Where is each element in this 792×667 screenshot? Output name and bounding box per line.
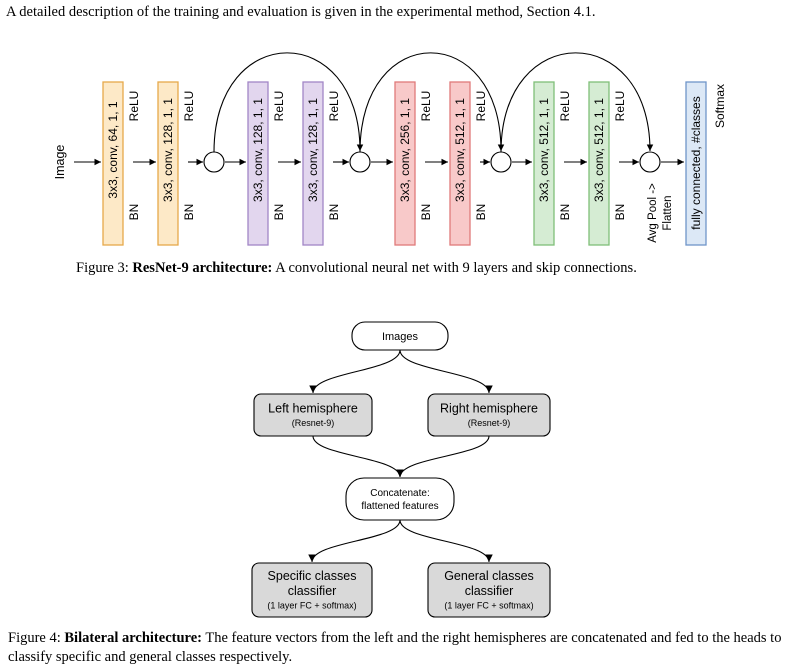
node-general	[427, 562, 551, 618]
relu-label: ReLU	[474, 91, 488, 122]
connector-arrow	[399, 519, 493, 563]
relu-label: ReLU	[613, 91, 627, 122]
figure3-caption-prefix: Figure 3:	[76, 260, 133, 276]
conv-label: 3x3, conv, 128, 1, 1	[306, 98, 320, 202]
bn-label: BN	[474, 204, 488, 221]
fc-block	[685, 81, 707, 246]
relu-label: ReLU	[419, 91, 433, 122]
skip-connection	[359, 52, 505, 153]
conv-block-4	[302, 81, 324, 246]
connector-arrow	[308, 519, 401, 563]
input-image-label: Image	[53, 145, 67, 180]
connector-arrow	[396, 435, 490, 478]
node-images	[351, 321, 449, 351]
fc-label: fully connected, #classes	[689, 96, 703, 229]
figure3-caption-text: A convolutional neural net with 9 layers…	[272, 260, 637, 276]
node-concat	[345, 477, 455, 521]
connector-arrow	[309, 349, 401, 394]
node-specific	[251, 562, 373, 618]
node-label: Specific classes	[268, 569, 357, 583]
relu-label: ReLU	[558, 91, 572, 122]
node-label: Right hemisphere	[440, 402, 538, 416]
node-sublabel: Concatenate:	[370, 488, 430, 499]
add-node	[203, 151, 225, 173]
conv-label: 3x3, conv, 512, 1, 1	[537, 98, 551, 202]
intro-paragraph: A detailed description of the training a…	[6, 4, 596, 20]
skip-connection	[500, 52, 654, 153]
node-sublabel: (1 layer FC + softmax)	[444, 601, 533, 611]
flatten-label: Flatten	[662, 195, 674, 230]
conv-block-2	[157, 81, 179, 246]
figure3-caption: Figure 3: ResNet-9 architecture: A convo…	[76, 260, 637, 277]
bn-label: BN	[613, 204, 627, 221]
conv-label: 3x3, conv, 512, 1, 1	[453, 98, 467, 202]
figure4-caption-text: The feature vectors from the left and th…	[8, 630, 782, 665]
softmax-label: Softmax	[713, 84, 727, 128]
node-label: classifier	[288, 584, 337, 598]
conv-label: 3x3, conv, 128, 1, 1	[251, 98, 265, 202]
node-sublabel: (Resnet-9)	[468, 418, 511, 428]
conv-block-3	[247, 81, 269, 246]
node-label: Left hemisphere	[268, 402, 358, 416]
conv-label: 3x3, conv, 64, 1, 1	[106, 101, 120, 198]
connector-arrow	[312, 435, 404, 478]
node-left	[253, 393, 373, 437]
figure4-caption-prefix: Figure 4:	[8, 630, 65, 646]
add-node	[639, 151, 661, 173]
conv-block-8	[588, 81, 610, 246]
bn-label: BN	[182, 204, 196, 221]
bn-label: BN	[419, 204, 433, 221]
conv-label: 3x3, conv, 256, 1, 1	[398, 98, 412, 202]
node-sublabel: (Resnet-9)	[292, 418, 335, 428]
figure4-caption-title: Bilateral architecture:	[64, 630, 202, 646]
bn-label: BN	[272, 204, 286, 221]
node-label: Images	[382, 331, 419, 343]
bn-label: BN	[558, 204, 572, 221]
node-sublabel: flattened features	[361, 501, 438, 512]
add-node	[490, 151, 512, 173]
node-label: classifier	[465, 584, 514, 598]
conv-label: 3x3, conv, 512, 1, 1	[592, 98, 606, 202]
conv-block-7	[533, 81, 555, 246]
bn-label: BN	[127, 204, 141, 221]
figure4-caption: Figure 4: Bilateral architecture: The fe…	[8, 629, 790, 667]
avgpool-label: Avg Pool ->	[647, 183, 659, 243]
relu-label: ReLU	[182, 91, 196, 122]
relu-label: ReLU	[127, 91, 141, 122]
add-node	[349, 151, 371, 173]
bn-label: BN	[327, 204, 341, 221]
skip-connection	[213, 52, 364, 153]
relu-label: ReLU	[272, 91, 286, 122]
connector-arrow	[399, 349, 493, 394]
node-sublabel: (1 layer FC + softmax)	[267, 601, 356, 611]
conv-block-6	[449, 81, 471, 246]
conv-block-1	[102, 81, 124, 246]
figure3-caption-title: ResNet-9 architecture:	[132, 260, 273, 276]
node-right	[427, 393, 551, 437]
node-label: General classes	[444, 569, 534, 583]
resnet9-diagram: Image 3x3, conv, 64, 1, 1 ReLU BN 3x3, conv,…	[53, 52, 727, 246]
conv-label: 3x3, conv, 128, 1, 1	[161, 98, 175, 202]
relu-label: ReLU	[327, 91, 341, 122]
conv-block-5	[394, 81, 416, 246]
